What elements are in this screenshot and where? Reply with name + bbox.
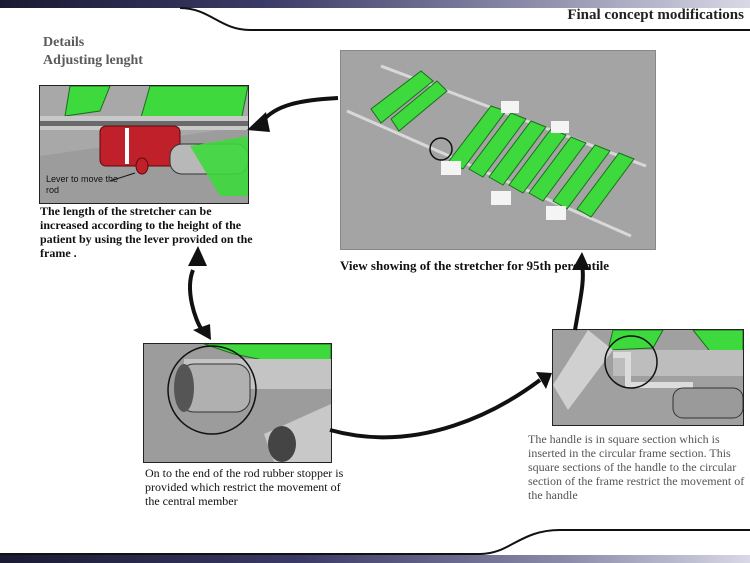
stretcher-illustration: [346, 64, 647, 238]
lever-inset-label: Lever to move the rod: [46, 174, 119, 195]
details-label: Details: [43, 35, 85, 50]
details-sub: Adjusting lenght: [43, 53, 143, 68]
footer-band: [0, 555, 750, 563]
panel-handle: [552, 329, 744, 426]
caption-lever: The length of the stretcher can be incre…: [40, 204, 253, 260]
footer-swoosh: [0, 529, 750, 555]
caption-handle: The handle is in square section which is…: [528, 432, 745, 502]
header-swoosh: [179, 7, 750, 31]
arrow-head-down: [193, 324, 211, 340]
handle-illustration: [553, 330, 743, 419]
arrow-head-to-lever: [247, 112, 270, 132]
caption-stretcher-overview: View showing of the stretcher for 95th p…: [340, 258, 609, 273]
stopper-illustration: [167, 344, 331, 462]
panel-rubber-stopper: [143, 343, 332, 463]
arrow-head-to-handle: [536, 372, 552, 389]
caption-rubber-stopper: On to the end of the rod rubber stopper …: [145, 466, 344, 508]
page-title: Final concept modifications: [567, 7, 744, 23]
header-band: [0, 0, 750, 8]
panel-stretcher-overview: [340, 50, 656, 250]
panel-lever: Lever to move the rod: [39, 85, 249, 204]
arrow-head-to-overview: [572, 252, 590, 270]
details-heading: Details Adjusting lenght: [43, 34, 143, 70]
arrow-head-up: [188, 246, 207, 266]
lever-illustration: [40, 86, 248, 196]
